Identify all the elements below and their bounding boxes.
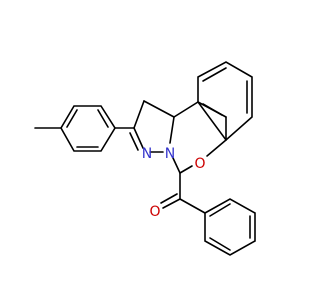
atom-label-layer: N N O O — [142, 146, 206, 220]
bond-c2-c3 — [133, 100, 145, 129]
tolyl-double-1 — [66, 109, 78, 128]
benzo-ring — [197, 61, 253, 142]
phenyl-double-1 — [209, 203, 231, 217]
phenyl-ring — [204, 198, 256, 256]
benzo-double-3 — [202, 103, 223, 116]
tolyl-ring — [60, 105, 116, 152]
benzo-double-1 — [202, 67, 227, 82]
bond-c3a-n — [169, 116, 175, 144]
atom-label-n1: N — [142, 146, 152, 162]
bond-co-o — [162, 198, 181, 209]
atom-label-o-ring: O — [194, 156, 205, 172]
phenyl-double-3 — [209, 237, 231, 251]
bond-n-c5 — [172, 157, 181, 174]
chemical-structure-diagram: N N O O — [34, 61, 256, 256]
bond-n-c2 — [133, 127, 144, 149]
atom-label-o-carbonyl: O — [149, 204, 160, 220]
bond-layer — [34, 61, 256, 256]
bond-c5-o — [179, 165, 193, 174]
bond-co-o-double — [160, 193, 178, 204]
atom-label-n2: N — [165, 146, 175, 162]
bond-o-benz — [206, 139, 227, 157]
structure-canvas: N N O O — [34, 61, 256, 256]
bond-c3-c3a — [143, 100, 175, 118]
bond-n-c2-double — [129, 132, 139, 151]
bond-c3a-benz — [173, 101, 199, 118]
tolyl-double-2 — [97, 109, 109, 128]
bond-co-phenyl — [179, 198, 206, 214]
